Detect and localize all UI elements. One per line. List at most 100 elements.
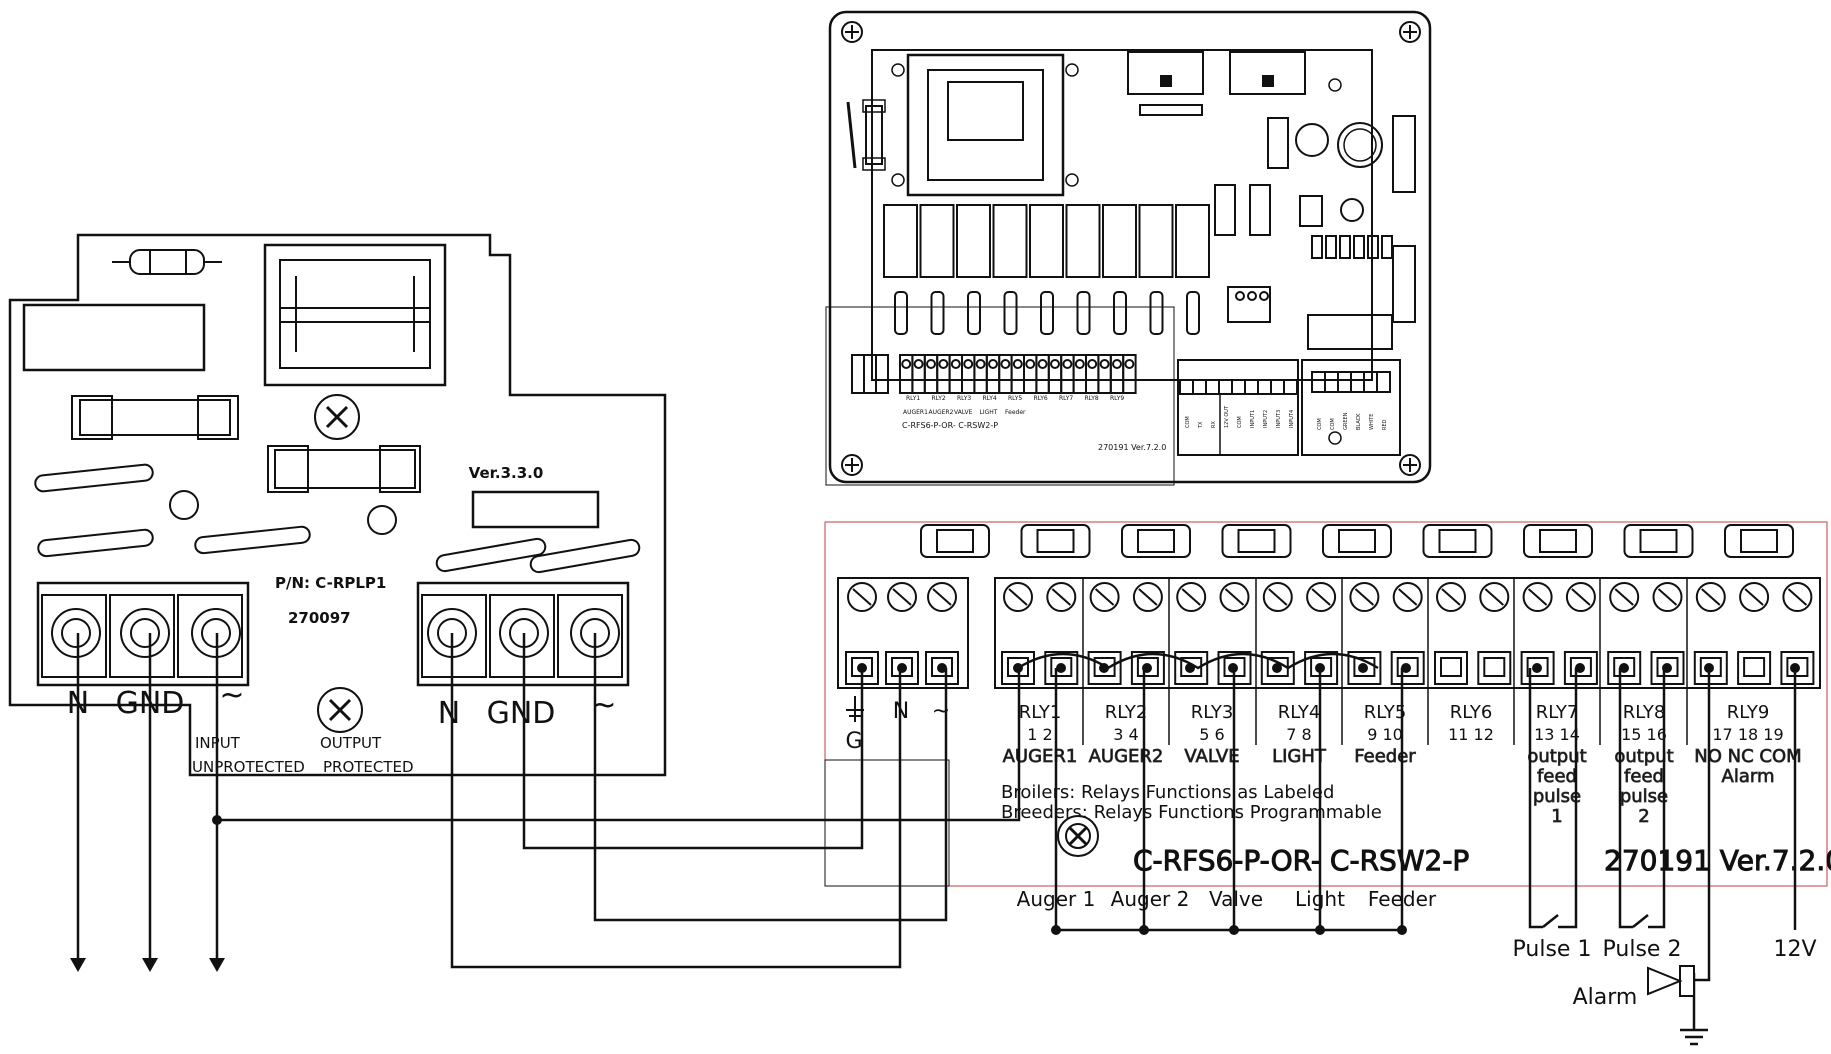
terminal-slot bbox=[1571, 588, 1591, 606]
relay-function: NO NC COM bbox=[1694, 746, 1801, 767]
alarm-buzzer-icon bbox=[1647, 965, 1695, 997]
terminal-slot bbox=[1787, 588, 1808, 606]
relay-connector-pin bbox=[1740, 529, 1778, 553]
detail-model: C-RFS6-P-OR- C-RSW2-P bbox=[1133, 844, 1469, 877]
relay-name: RLY2 bbox=[1105, 702, 1148, 723]
wire-dot bbox=[1358, 663, 1368, 673]
terminal-cell bbox=[1650, 651, 1685, 685]
terminal-screw bbox=[975, 359, 986, 369]
terminal-cell bbox=[1130, 651, 1165, 685]
relay-pins: 15 16 bbox=[1621, 725, 1667, 744]
terminal-screw bbox=[1003, 582, 1033, 612]
terminal-slot bbox=[1484, 588, 1504, 606]
relay-connector-row bbox=[920, 524, 1794, 558]
terminal-screw bbox=[1132, 582, 1163, 612]
relay-function: Feeder bbox=[1354, 746, 1416, 767]
input-terminal-ac: ~ bbox=[219, 678, 244, 713]
thumbnail-jumpers bbox=[1235, 235, 1393, 301]
terminal-screw bbox=[913, 359, 924, 369]
relay-connector-pin bbox=[1338, 529, 1376, 553]
board-code: 270097 bbox=[288, 609, 351, 627]
relay-function: pulse bbox=[1533, 786, 1581, 807]
jumper-pin bbox=[1367, 235, 1379, 259]
protection-board: Ver.3.3.0 P/N: C-RPLP1 270097 bbox=[8, 233, 667, 777]
terminal-cell-inner bbox=[931, 657, 953, 677]
terminal-screw bbox=[1436, 582, 1466, 612]
thumbnail-function: LIGHT bbox=[980, 409, 998, 416]
power-terminal-block bbox=[837, 577, 969, 689]
relay-pins: 3 4 bbox=[1113, 725, 1138, 744]
relay-body bbox=[956, 204, 991, 278]
terminal-screw bbox=[1087, 359, 1098, 369]
screw-icon bbox=[317, 687, 363, 733]
input-terminal-block bbox=[36, 581, 250, 687]
terminal-cell-inner bbox=[1613, 657, 1636, 677]
fuse-icon bbox=[1003, 291, 1018, 335]
terminal-slot bbox=[932, 588, 952, 606]
fuse-icon bbox=[930, 291, 945, 335]
thumbnail-relay-name: RLY8 bbox=[1085, 395, 1099, 402]
thumbnail-terminal-area bbox=[825, 306, 1175, 486]
terminal-cell bbox=[875, 354, 889, 394]
resistor-icon bbox=[112, 249, 222, 275]
terminal-cell-inner bbox=[1136, 657, 1159, 677]
terminal-cell-inner bbox=[1483, 657, 1506, 677]
terminal-cell-inner bbox=[1093, 657, 1116, 677]
thumbnail-function: AUGER1 bbox=[903, 409, 928, 416]
label-12v: 12V bbox=[1773, 937, 1816, 962]
relay-body bbox=[1175, 204, 1210, 278]
output-terminal-gnd: GND bbox=[487, 696, 556, 731]
relay-name: RLY1 bbox=[1019, 702, 1062, 723]
ic-chips bbox=[1214, 115, 1416, 323]
relay-pins: 5 6 bbox=[1199, 725, 1224, 744]
terminal-cell-inner bbox=[1656, 657, 1679, 677]
thumbnail-relay-name: RLY4 bbox=[983, 395, 997, 402]
wire-dot bbox=[937, 663, 947, 673]
relay-pins: 7 8 bbox=[1286, 725, 1311, 744]
terminal-cell bbox=[885, 651, 919, 685]
terminal-slot bbox=[1701, 588, 1721, 606]
terminal-cell-inner bbox=[1396, 657, 1419, 677]
terminal-screw bbox=[1247, 291, 1257, 301]
terminal-screw bbox=[926, 359, 936, 369]
terminal-cell bbox=[1087, 651, 1122, 685]
terminal-cell bbox=[1693, 651, 1728, 685]
relay-function: feed bbox=[1624, 766, 1664, 787]
fuse-icon bbox=[894, 291, 908, 335]
relay-name: RLY5 bbox=[1364, 702, 1407, 723]
power-terminal-g: G bbox=[845, 729, 862, 754]
terminal-slot bbox=[1268, 588, 1288, 606]
terminal-cell-inner bbox=[891, 657, 913, 677]
terminal-slot bbox=[1008, 588, 1028, 606]
fuse-icon bbox=[1149, 291, 1164, 335]
relay-connector bbox=[1221, 524, 1292, 558]
jumper-pin bbox=[1325, 235, 1337, 259]
relay-body bbox=[919, 204, 955, 278]
label-valve: Valve bbox=[1209, 887, 1263, 911]
terminal-screw bbox=[1089, 582, 1120, 612]
relay-connector bbox=[1121, 524, 1191, 558]
terminal-slot bbox=[1311, 588, 1331, 606]
terminal-screw bbox=[901, 359, 912, 369]
relay-connector bbox=[1523, 524, 1593, 558]
comm-label: RX bbox=[1211, 421, 1217, 428]
relay-connector bbox=[1020, 524, 1091, 558]
terminal-screw bbox=[1565, 582, 1596, 612]
relay-name: RLY7 bbox=[1536, 702, 1579, 723]
transformer-icon bbox=[263, 243, 447, 387]
relay-body bbox=[992, 204, 1028, 278]
terminal-screw bbox=[1235, 291, 1245, 301]
relay-pins: 1 2 bbox=[1027, 725, 1052, 744]
comm-label: COM bbox=[1185, 416, 1191, 428]
terminal-slot bbox=[1441, 588, 1461, 606]
output-terminal-n: N bbox=[438, 696, 460, 731]
terminal-slot bbox=[1094, 588, 1115, 606]
relay-name: RLY6 bbox=[1450, 702, 1493, 723]
terminal-cell-inner bbox=[1699, 657, 1722, 677]
fuse-icon bbox=[1040, 291, 1054, 335]
input-sub-label: UNPROTECTED bbox=[192, 758, 305, 776]
wire-dot bbox=[1401, 663, 1411, 673]
terminal-cell bbox=[1044, 651, 1079, 685]
terminal-cell-inner bbox=[1569, 657, 1592, 677]
